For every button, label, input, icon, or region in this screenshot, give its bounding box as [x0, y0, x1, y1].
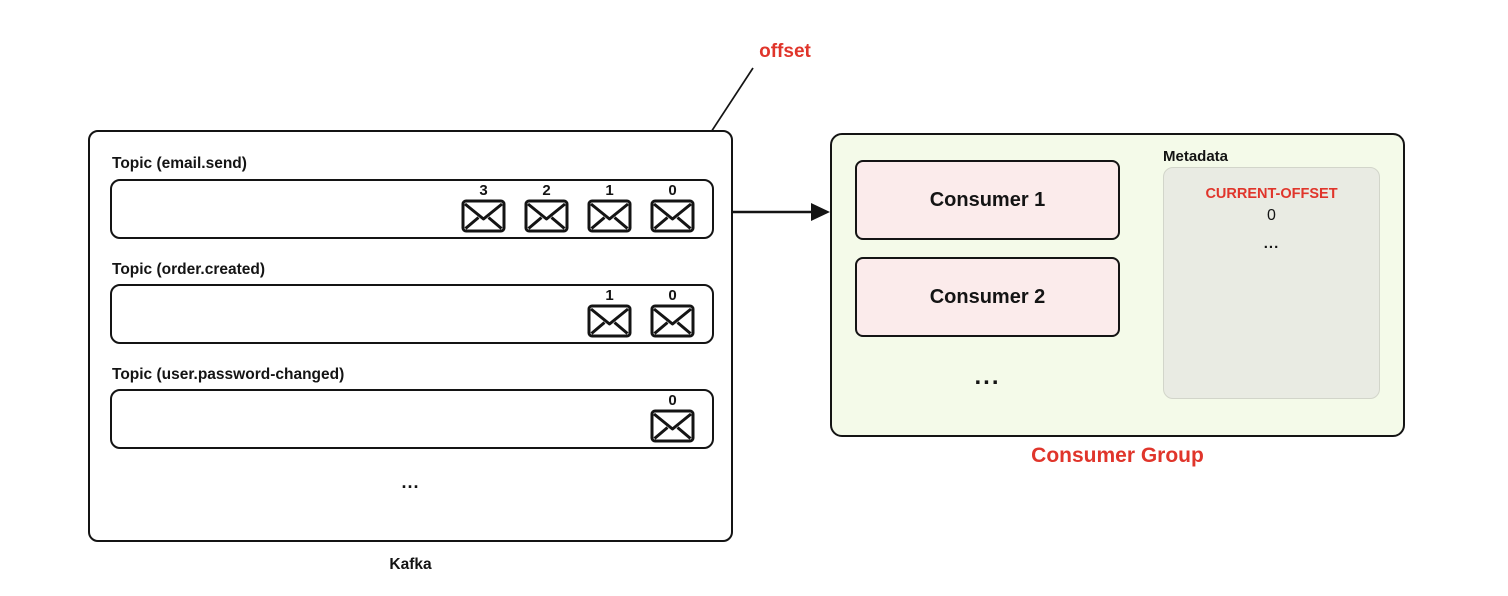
topic-partition-user-password-changed: 0 [110, 389, 714, 449]
kafka-more-topics-ellipsis: ... [401, 472, 420, 492]
topic-label-user-password-changed: Topic (user.password-changed) [112, 366, 345, 383]
topic-label-order-created: Topic (order.created) [112, 261, 266, 278]
current-offset-field: CURRENT-OFFSET [1205, 186, 1338, 202]
offset-number: 1 [605, 287, 614, 304]
consumer-group-caption: Consumer Group [1031, 444, 1204, 467]
offset-number: 1 [605, 182, 614, 199]
envelope-icon [650, 304, 695, 338]
metadata-label: Metadata [1163, 148, 1229, 165]
message-envelope: 0 [650, 183, 695, 233]
envelope-icon [524, 199, 569, 233]
offset-number: 2 [542, 182, 551, 199]
consumer-1-box: Consumer 1 [855, 160, 1120, 240]
current-offset-value: 0 [1267, 207, 1276, 224]
envelope-icon [650, 409, 695, 443]
offset-number: 0 [668, 392, 677, 409]
message-envelope: 0 [650, 288, 695, 338]
offset-annotation-label: offset [759, 41, 811, 62]
metadata-box: CURRENT-OFFSET 0 ... [1163, 167, 1380, 399]
offset-number: 3 [479, 182, 488, 199]
consumer-2-box: Consumer 2 [855, 257, 1120, 337]
topic-label-email-send: Topic (email.send) [112, 155, 247, 172]
envelope-icon [650, 199, 695, 233]
consumer-group-box: Consumer 1 Consumer 2 ... Metadata CURRE… [830, 133, 1405, 437]
message-envelope: 1 [587, 183, 632, 233]
envelope-icon [587, 304, 632, 338]
envelope-icon [587, 199, 632, 233]
message-envelope: 1 [587, 288, 632, 338]
offset-number: 0 [668, 182, 677, 199]
more-consumers-ellipsis: ... [974, 363, 1001, 390]
message-envelope: 2 [524, 183, 569, 233]
message-envelope: 3 [461, 183, 506, 233]
metadata-more-ellipsis: ... [1263, 235, 1280, 252]
envelope-icon [461, 199, 506, 233]
topic-to-group-arrow-head [811, 203, 830, 221]
kafka-caption: Kafka [389, 556, 432, 573]
message-envelope: 0 [650, 393, 695, 443]
offset-number: 0 [668, 287, 677, 304]
topic-partition-email-send: 3 2 1 0 [110, 179, 714, 239]
